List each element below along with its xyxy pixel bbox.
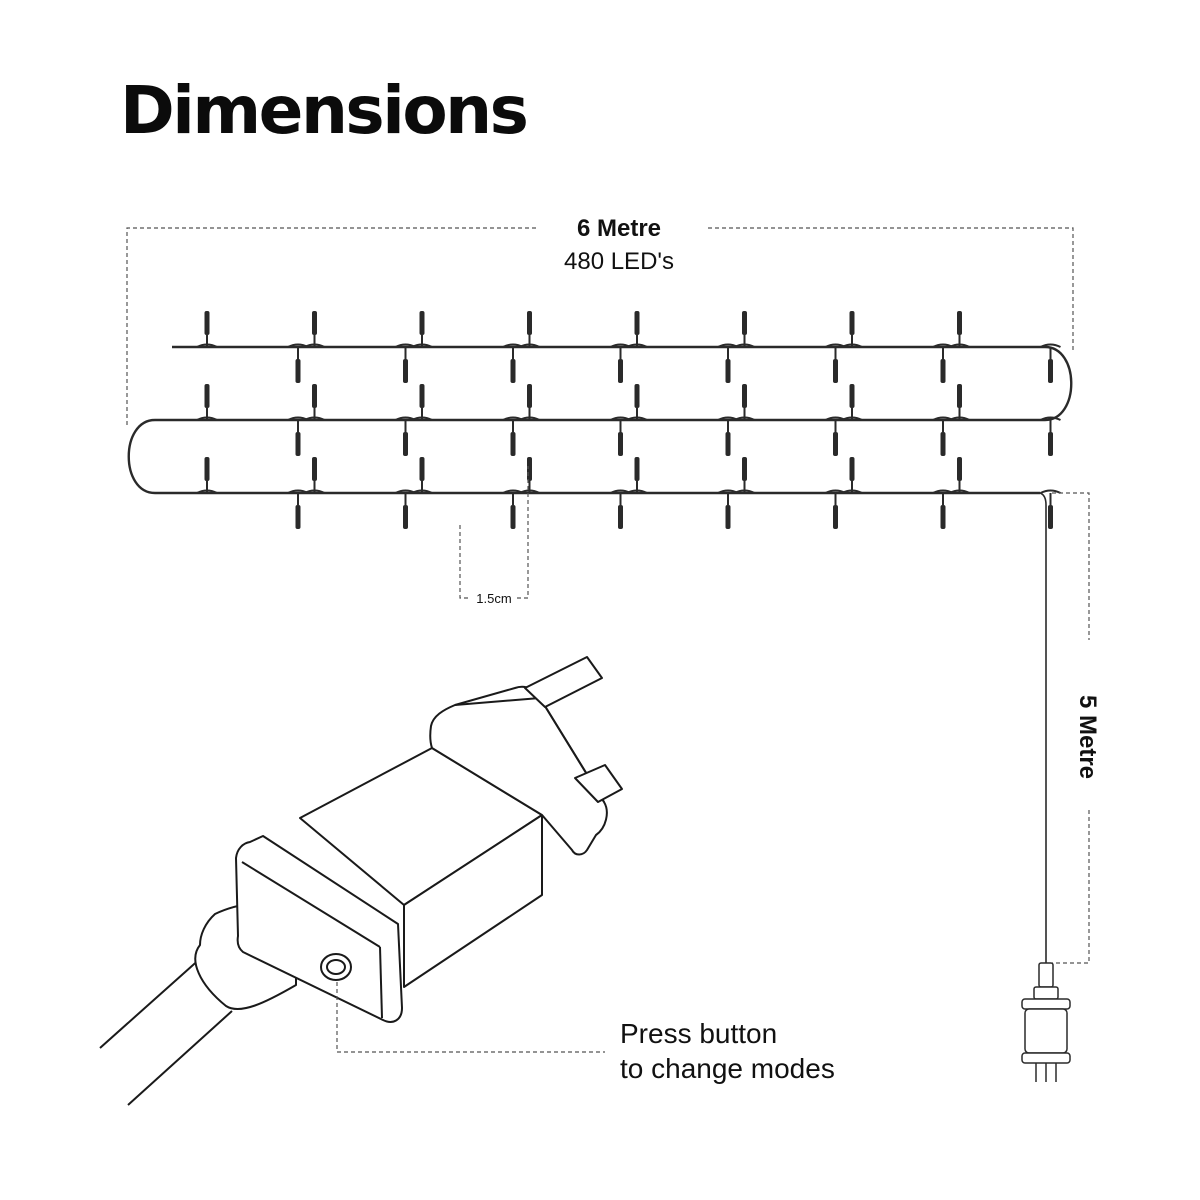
- led-bulb: [196, 384, 218, 421]
- led-bulb: [932, 416, 954, 456]
- led-bulb: [734, 384, 755, 421]
- led-bulb: [717, 416, 739, 456]
- led-bulb: [519, 384, 540, 421]
- front-flange: [429, 685, 608, 856]
- led-bulb: [287, 416, 309, 456]
- led-count-label: 480 LED's: [564, 248, 674, 275]
- led-bulb: [502, 343, 524, 383]
- led-bulb: [949, 457, 970, 494]
- led-bulb: [287, 343, 309, 383]
- mode-button: [320, 953, 352, 981]
- led-bulb: [411, 384, 433, 421]
- led-bulb: [734, 457, 755, 494]
- led-bulb: [287, 489, 309, 529]
- led-bulb: [519, 311, 540, 348]
- end-plug: [1021, 962, 1071, 1082]
- plug-prong-top: [524, 656, 603, 708]
- led-bulb: [610, 343, 631, 383]
- led-bulb: [841, 311, 863, 348]
- callout-line1: Press button: [620, 1018, 777, 1049]
- length-dimension-line: [126, 227, 1074, 425]
- led-bulb: [717, 343, 739, 383]
- led-bulb: [304, 384, 325, 421]
- led-bulb: [1040, 416, 1061, 456]
- led-bulb: [411, 311, 433, 348]
- plug-illustration: [99, 656, 623, 1106]
- led-bulb: [395, 489, 416, 529]
- length-label: 6 Metre: [577, 215, 661, 242]
- plug-prong-side: [574, 764, 623, 803]
- led-bulb: [825, 343, 846, 383]
- led-bulb: [949, 311, 970, 348]
- led-bulb: [1040, 489, 1061, 529]
- led-bulb: [610, 489, 631, 529]
- led-bulb: [304, 457, 325, 494]
- lead-cable: [1039, 492, 1047, 970]
- led-bulb: [304, 311, 325, 348]
- lead-cable-label: 5 Metre: [1074, 695, 1101, 779]
- led-string: [127, 311, 1073, 970]
- led-bulb: [502, 416, 524, 456]
- callout-line2: to change modes: [620, 1053, 835, 1084]
- led-bulb: [717, 489, 739, 529]
- led-bulbs: [196, 311, 1061, 529]
- rear-flange: [235, 835, 403, 1023]
- led-bulb: [502, 489, 524, 529]
- led-bulb: [932, 343, 954, 383]
- spacing-dimension-line: [459, 466, 529, 599]
- led-bulb: [626, 457, 648, 494]
- led-bulb: [519, 457, 540, 494]
- callout-line: [336, 982, 605, 1053]
- led-bulb: [932, 489, 954, 529]
- led-bulb: [626, 384, 648, 421]
- led-bulb: [825, 416, 846, 456]
- led-bulb: [196, 311, 218, 348]
- led-bulb: [626, 311, 648, 348]
- led-bulb: [1040, 343, 1061, 383]
- led-bulb: [734, 311, 755, 348]
- lead-dimension-line: [1052, 492, 1090, 964]
- led-bulb: [841, 457, 863, 494]
- led-bulb: [825, 489, 846, 529]
- led-bulb: [196, 457, 218, 494]
- led-bulb: [841, 384, 863, 421]
- string-wire: [127, 345, 1073, 495]
- led-bulb: [395, 416, 416, 456]
- led-bulb: [610, 416, 631, 456]
- led-bulb: [411, 457, 433, 494]
- led-bulb: [949, 384, 970, 421]
- spacing-label: 1.5cm: [476, 591, 511, 606]
- power-cable: [99, 956, 233, 1106]
- page-title: Dimensions: [120, 72, 529, 149]
- led-bulb: [395, 343, 416, 383]
